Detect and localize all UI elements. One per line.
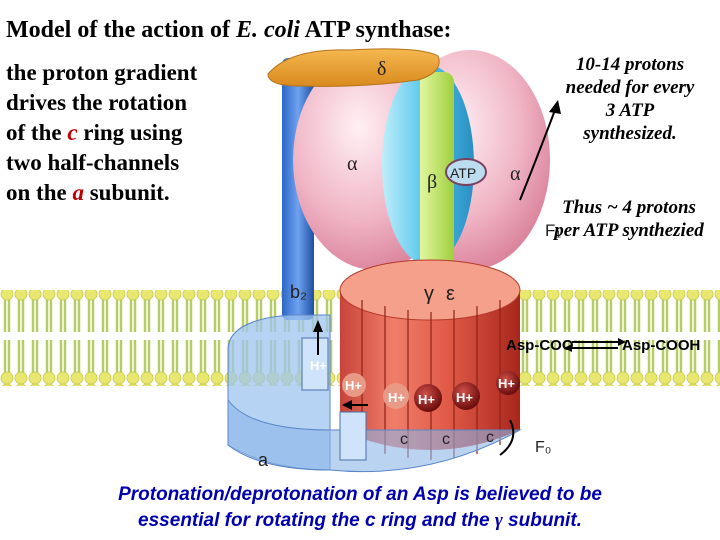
atp-molecule xyxy=(445,158,487,186)
label-a: a xyxy=(258,450,269,470)
label-alpha-right: α xyxy=(510,163,521,185)
label-atp: ATP xyxy=(450,165,476,181)
arrow-f0 xyxy=(499,419,515,456)
center-subunit xyxy=(420,72,454,268)
thus-note: Thus ~ 4 protons per ATP synthezied xyxy=(554,197,704,241)
label-gamma: γ xyxy=(424,283,434,305)
half-channel-lower xyxy=(339,411,367,461)
a-subunit-lower xyxy=(227,398,522,473)
intro-text: the proton gradient drives the rotation … xyxy=(6,60,198,205)
label-hplus-1: H+ xyxy=(310,358,327,373)
label-b2: b₂ xyxy=(290,282,307,302)
protons-note: 10-14 protons needed for every 3 ATP syn… xyxy=(565,54,695,144)
label-c-3: c xyxy=(486,429,494,446)
label-epsilon: ε xyxy=(446,283,455,305)
arrow-f1 xyxy=(519,109,556,201)
label-delta: δ xyxy=(377,58,386,80)
label-c-2: c xyxy=(442,431,450,448)
label-hplus-4: H+ xyxy=(418,392,435,407)
label-hplus-6: H+ xyxy=(498,376,515,391)
label-alpha-left: α xyxy=(347,153,358,175)
label-hplus-3: H+ xyxy=(388,390,405,405)
label-asp-coo: Asp-COO- xyxy=(506,335,578,354)
c-ring-top xyxy=(339,259,521,321)
half-channel-upper xyxy=(301,337,329,391)
label-f0: F₀ xyxy=(535,439,551,456)
page-title: Model of the action of E. coli ATP synth… xyxy=(6,17,452,43)
proton-orbs xyxy=(342,371,520,412)
delta-subunit xyxy=(267,48,440,87)
label-beta: β xyxy=(427,171,437,193)
label-asp-cooh: Asp-COOH xyxy=(622,337,700,354)
label-hplus-2: H+ xyxy=(345,378,362,393)
label-c-1: c xyxy=(400,431,408,448)
label-hplus-5: H+ xyxy=(456,390,473,405)
label-f1: F₁ xyxy=(545,221,561,240)
caption: Protonation/deprotonation of an Asp is b… xyxy=(118,484,602,531)
